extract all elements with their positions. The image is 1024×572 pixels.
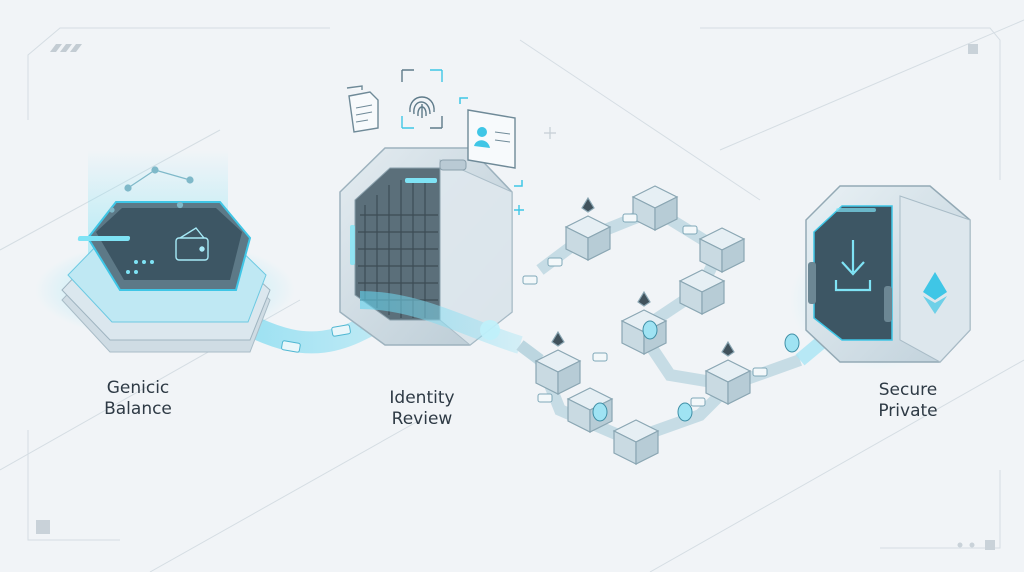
identity-gate — [339, 147, 523, 354]
shield-icon — [784, 333, 800, 353]
ethereum-icon — [637, 290, 651, 307]
ethereum-icon — [642, 320, 658, 340]
private-line1: Secure — [878, 380, 938, 400]
fingerprint-icon — [401, 69, 443, 129]
sparkle-icon — [514, 205, 524, 215]
identity-line2: Review — [391, 409, 453, 429]
identity-line1: Identity — [389, 388, 455, 408]
data-token — [537, 393, 553, 403]
document-icon — [346, 85, 379, 133]
balance-line1: Genicic — [106, 378, 170, 398]
balance-line2: Balance — [104, 399, 172, 419]
data-token — [547, 257, 563, 267]
block-cube — [704, 340, 752, 405]
ethereum-icon — [923, 272, 947, 314]
crypto-cubes — [534, 185, 752, 465]
ethereum-icon — [551, 330, 565, 347]
block-cube — [698, 227, 746, 273]
block-cube — [678, 269, 726, 315]
data-token — [690, 397, 706, 407]
id-card-icon — [459, 97, 523, 187]
block-cube — [612, 419, 660, 465]
data-token — [622, 213, 638, 223]
coin-tokens — [522, 213, 800, 422]
stage-label-private: Secure Private — [838, 380, 978, 422]
balance-platform — [35, 150, 295, 353]
block-cube — [534, 330, 582, 395]
secure-vault — [790, 185, 971, 370]
data-token — [522, 275, 538, 285]
wallet-icon — [175, 227, 209, 261]
bitcoin-icon — [592, 402, 608, 422]
data-token — [682, 225, 698, 235]
ethereum-icon — [581, 196, 595, 213]
plus-marks — [544, 127, 556, 139]
download-icon — [834, 240, 872, 292]
block-cube — [620, 290, 668, 355]
private-line2: Private — [878, 401, 938, 421]
ethereum-icon — [721, 340, 735, 357]
corner-stripes — [36, 44, 995, 550]
stage-label-balance: Genicic Balance — [68, 378, 208, 420]
data-token — [592, 352, 608, 362]
stage-label-identity: Identity Review — [352, 388, 492, 430]
bitcoin-icon — [677, 402, 693, 422]
block-cube — [564, 196, 612, 261]
data-token — [752, 367, 768, 377]
block-cube — [631, 185, 679, 231]
network-icon — [109, 166, 194, 213]
